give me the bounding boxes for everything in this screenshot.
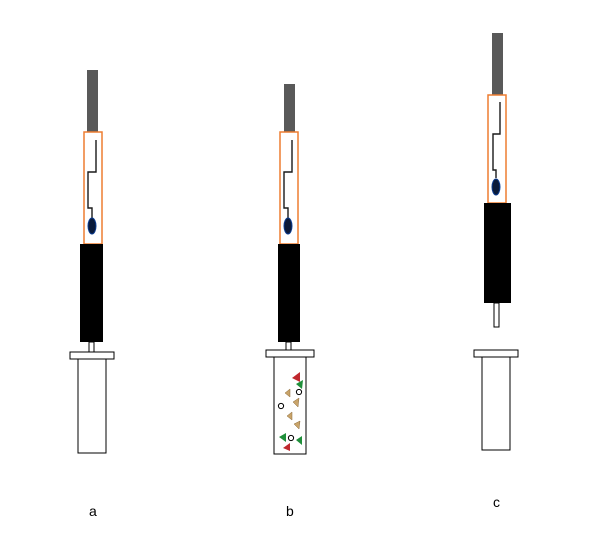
sample-particles (277, 372, 303, 451)
panel-label-c: c (493, 494, 500, 510)
panel-label-a: a (89, 503, 97, 519)
panel-c: c (473, 33, 519, 510)
electrode-a (87, 217, 97, 235)
tube-c (481, 356, 511, 451)
shaft-a (87, 70, 98, 132)
needle-c (493, 302, 500, 328)
tube-rim-b (265, 349, 315, 358)
wire-c (492, 102, 501, 178)
wire-b (283, 140, 293, 218)
wire-a (87, 140, 97, 218)
panel-a: a (69, 70, 115, 519)
handle-b (278, 244, 300, 342)
tube-a (77, 358, 107, 454)
tube-rim-a (69, 351, 115, 360)
electrode-c (491, 178, 501, 196)
tube-rim-c (473, 349, 519, 358)
shaft-c (492, 33, 503, 95)
shaft-b (284, 84, 295, 132)
panel-b: b (265, 84, 315, 519)
electrode-b (283, 217, 293, 235)
handle-c (484, 203, 511, 303)
panel-label-b: b (286, 503, 294, 519)
handle-a (80, 244, 103, 342)
